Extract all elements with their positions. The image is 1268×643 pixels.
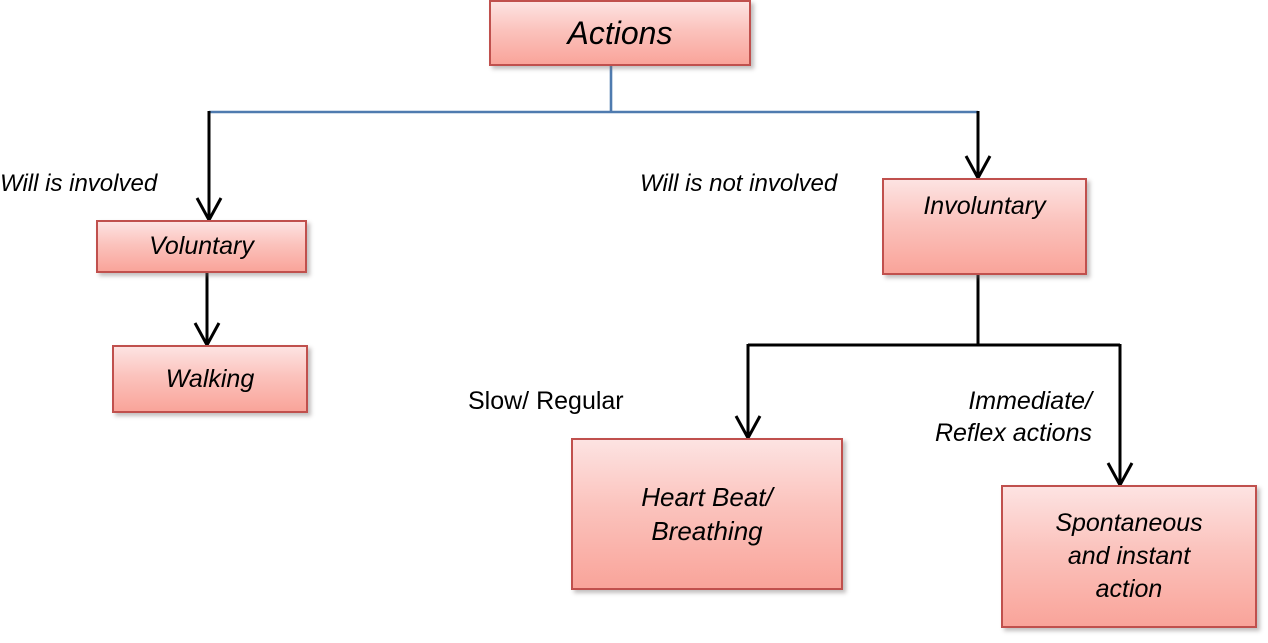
- node-walking[interactable]: Walking: [112, 345, 308, 413]
- edge-label-slow-regular: Slow/ Regular: [468, 387, 624, 415]
- node-actions[interactable]: Actions: [489, 0, 751, 66]
- edge-to-spontaneous: [1106, 344, 1134, 489]
- edge-to-voluntary: [195, 111, 223, 224]
- node-spontaneous[interactable]: Spontaneous and instant action: [1001, 485, 1257, 628]
- edge-to-involuntary: [964, 111, 992, 182]
- edge-label-immediate-reflex: Immediate/ Reflex actions: [934, 387, 1092, 447]
- node-voluntary[interactable]: Voluntary: [96, 220, 307, 273]
- edge-label-will-not-involved: Will is not involved: [640, 170, 838, 197]
- node-heartbeat[interactable]: Heart Beat/ Breathing: [571, 438, 843, 590]
- edge-label-will-involved: Will is involved: [0, 170, 158, 197]
- edge-voluntary-walking: [193, 272, 221, 349]
- edge-actions-split: [209, 66, 978, 114]
- edge-to-heartbeat: [734, 344, 762, 442]
- edge-involuntary-split: [748, 275, 1120, 347]
- node-involuntary[interactable]: Involuntary: [882, 178, 1087, 275]
